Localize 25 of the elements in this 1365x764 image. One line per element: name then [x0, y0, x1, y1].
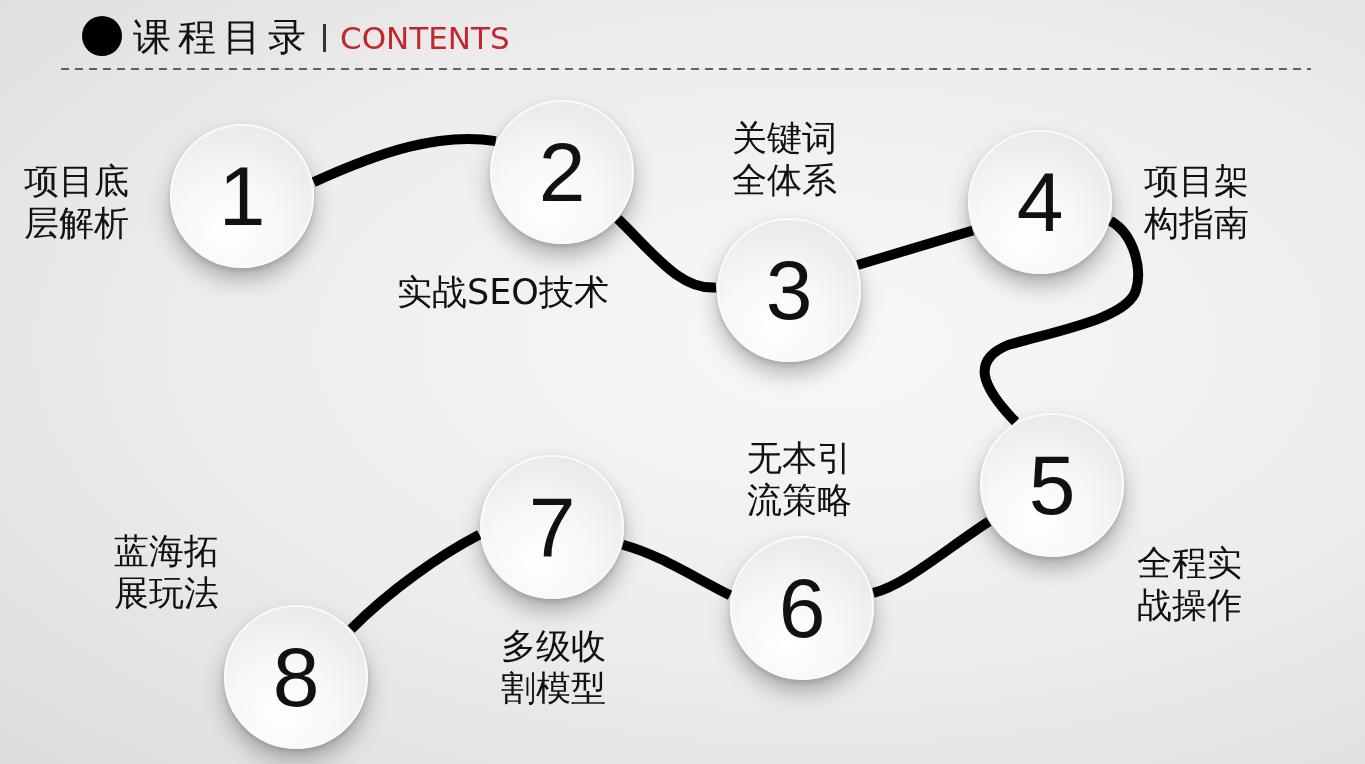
- number-circle: 8: [224, 605, 368, 749]
- connector-line: [614, 215, 717, 293]
- step-caption: 关键词全体系: [732, 117, 838, 201]
- connector-line: [621, 539, 733, 600]
- step-caption: 无本引流策略: [747, 437, 853, 521]
- number-circle: 7: [480, 455, 624, 599]
- number-circle: 2: [490, 100, 634, 244]
- number-circle: 5: [980, 413, 1124, 557]
- number-circle: 3: [717, 218, 861, 362]
- step-caption: 多级收割模型: [501, 625, 607, 709]
- step-caption: 蓝海拓展玩法: [114, 530, 220, 614]
- connector-line: [856, 225, 975, 270]
- page-title: 课程目录: [133, 14, 313, 61]
- step-caption: 全程实战操作: [1137, 542, 1243, 626]
- connector-line: [871, 517, 992, 598]
- step-caption: 项目底层解析: [24, 160, 130, 244]
- connector-line: [979, 216, 1143, 426]
- step-caption: 实战SEO技术: [397, 271, 609, 313]
- connector-line: [347, 530, 482, 633]
- number-circle: 1: [170, 124, 314, 268]
- step-caption: 项目架构指南: [1144, 160, 1250, 244]
- connector-line: [311, 133, 497, 187]
- number-circle: 6: [730, 536, 874, 680]
- number-circle: 4: [968, 130, 1112, 274]
- subtitle: CONTENTS: [340, 19, 510, 58]
